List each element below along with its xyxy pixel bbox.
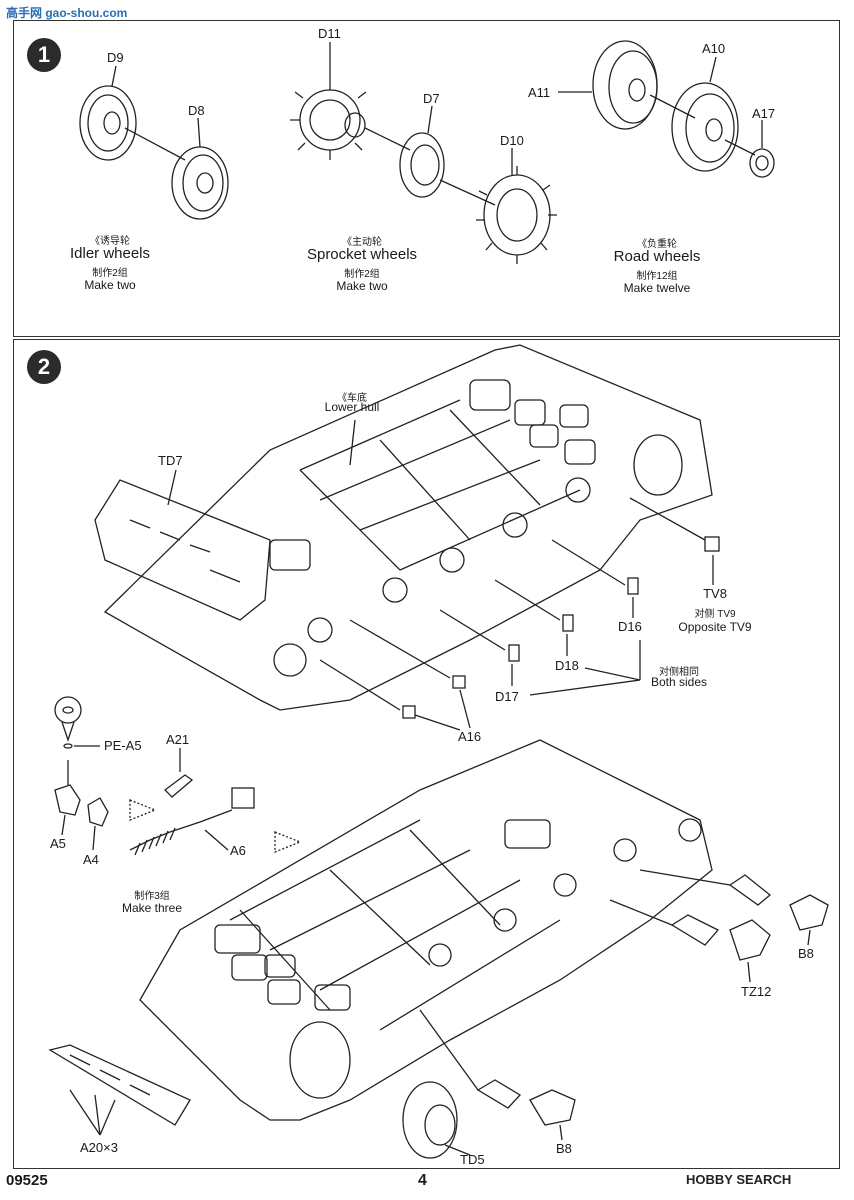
part-label-b8-upper: B8	[798, 946, 814, 961]
lower-hull-bottom-view	[139, 739, 713, 1121]
d16-part	[627, 577, 639, 595]
brand-watermark: HOBBY SEARCH	[686, 1172, 792, 1187]
td7-plate	[94, 479, 271, 621]
a21-part	[164, 774, 194, 798]
td5-idler	[402, 1081, 458, 1159]
make-three-cn: 制作3组	[134, 891, 170, 902]
part-label-d8: D8	[188, 103, 205, 118]
part-label-tv8: TV8	[703, 586, 727, 601]
lower-hull-en: Lower hull	[324, 400, 380, 414]
part-label-a20: A20×3	[80, 1140, 118, 1155]
road-qty-en: Make twelve	[623, 281, 691, 295]
part-label-d11: D11	[318, 26, 341, 41]
part-label-a6: A6	[230, 843, 246, 858]
idler-cn: 《诱导轮	[90, 236, 130, 247]
model-code: 09525	[6, 1172, 48, 1189]
part-label-d7: D7	[423, 91, 440, 106]
idler-wheel-d9	[79, 85, 137, 161]
sprocket-title: Sprocket wheels	[306, 246, 418, 263]
idler-title: Idler wheels	[69, 245, 151, 262]
step-1-badge: 1	[27, 38, 61, 72]
idler-wheel-d8	[171, 146, 229, 220]
road-cn: 《负重轮	[637, 239, 677, 250]
part-label-a11: A11	[528, 85, 551, 100]
step-1-panel	[13, 20, 840, 337]
d18-part	[562, 614, 574, 632]
idler-qty-cn: 制作2组	[92, 268, 128, 279]
part-label-b8-lower: B8	[556, 1141, 572, 1156]
part-label-a4: A4	[83, 852, 99, 867]
road-wheel-a11	[592, 40, 658, 130]
d17-part	[508, 644, 520, 662]
sprocket-qty-en: Make two	[336, 279, 388, 293]
step-2-panel	[13, 339, 840, 1169]
part-label-tz12: TZ12	[741, 984, 772, 999]
suspension-b8-upper	[728, 874, 829, 931]
part-label-d9: D9	[107, 50, 124, 65]
suspension-tz12	[670, 914, 771, 961]
road-qty-cn: 制作12组	[636, 271, 678, 282]
a16-part-1	[452, 675, 466, 689]
tv8-part	[704, 536, 720, 552]
part-label-td7: TD7	[158, 453, 183, 468]
sprocket-d11	[290, 80, 367, 160]
part-label-d10: D10	[500, 133, 524, 148]
idler-qty-en: Make two	[84, 278, 136, 292]
a6-bracket	[231, 787, 255, 809]
road-title: Road wheels	[613, 248, 701, 265]
lower-hull-upper-view	[103, 344, 713, 711]
sprocket-cn: 《主动轮	[342, 237, 382, 248]
page-number: 4	[418, 1172, 427, 1189]
a4-part	[87, 797, 109, 827]
part-label-a21: A21	[166, 732, 190, 747]
step-2-badge: 2	[27, 350, 61, 384]
sprocket-d10	[476, 166, 557, 264]
part-label-d16: D16	[618, 619, 642, 634]
part-label-d17: D17	[495, 689, 519, 704]
part-label-pe-a5: PE-A5	[104, 738, 142, 753]
a16-part-2	[402, 705, 416, 719]
road-wheel-a10	[671, 82, 739, 172]
pe-magnifier-icon	[54, 696, 82, 724]
hub-cap-a17	[749, 148, 775, 178]
sprocket-d7	[399, 132, 445, 198]
site-watermark: 高手网 gao-shou.com	[6, 6, 128, 20]
tv9-cn: 对侧 TV9	[694, 609, 736, 620]
a5-part	[54, 784, 81, 816]
part-label-d18: D18	[555, 658, 579, 673]
both-sides-cn: 对侧相同	[659, 667, 699, 678]
suspension-b8-lower	[476, 1079, 576, 1126]
lower-hull-cn: 《车底	[337, 393, 367, 404]
part-label-a5: A5	[50, 836, 66, 851]
part-label-a10: A10	[702, 41, 726, 56]
tv9-en: Opposite TV9	[678, 620, 752, 634]
part-label-td5: TD5	[460, 1152, 485, 1167]
both-sides-en: Both sides	[650, 675, 708, 689]
track-links-a20	[48, 1044, 191, 1126]
sprocket-qty-cn: 制作2组	[344, 269, 380, 280]
make-three-en: Make three	[121, 901, 183, 915]
part-label-a17: A17	[752, 106, 776, 121]
part-label-a16: A16	[458, 729, 482, 744]
